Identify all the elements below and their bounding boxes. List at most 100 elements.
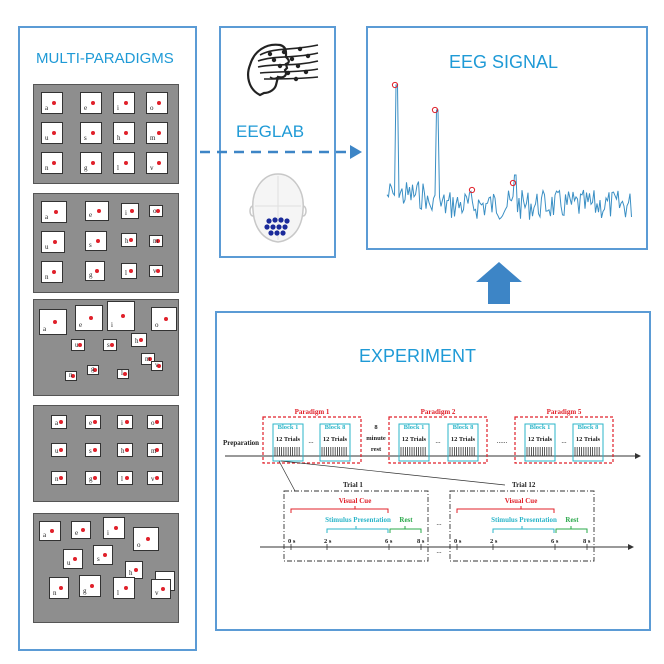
letter-label: i [117, 104, 119, 112]
target-dot [164, 317, 168, 321]
letter-label: a [55, 419, 59, 427]
letter-card: v [151, 361, 163, 371]
letter-label: s [107, 341, 110, 349]
paradigm-1-group: Paradigm 1 Block 1 Block 8 12 Trials 12 … [262, 408, 362, 464]
eeg-signal-title: EEG SIGNAL [449, 52, 559, 72]
target-dot [121, 314, 125, 318]
letter-card: g [85, 261, 105, 281]
letter-label: s [89, 447, 92, 455]
letter-label: g [91, 365, 95, 373]
target-dot [134, 568, 138, 572]
letter-card: g [85, 471, 101, 485]
eeglab-head-logo [247, 43, 319, 97]
letter-label: a [45, 104, 49, 112]
experiment-panel [215, 311, 651, 631]
svg-text:8: 8 [374, 424, 378, 431]
target-dot [110, 343, 114, 347]
target-dot [156, 209, 160, 213]
target-dot [103, 553, 107, 557]
target-dot [53, 320, 57, 324]
letter-label: v [150, 164, 154, 172]
letter-label: m [153, 237, 159, 245]
target-dot [50, 529, 54, 533]
svg-text:12 Trials: 12 Trials [576, 436, 601, 443]
letter-card: s [93, 545, 113, 565]
letter-label: l [121, 475, 123, 483]
svg-text:0 s: 0 s [288, 538, 296, 545]
svg-text:0 s: 0 s [454, 538, 462, 545]
rest-label: 8 minute rest [366, 424, 386, 453]
target-dot [155, 448, 159, 452]
target-dot [78, 343, 82, 347]
target-dot [124, 101, 128, 105]
letter-label: v [155, 589, 159, 597]
letter-label: h [125, 237, 129, 245]
letter-card: v [147, 471, 163, 485]
svg-text:Stimulus Presentation: Stimulus Presentation [491, 516, 557, 524]
letter-card: s [85, 231, 107, 251]
letter-card: g [87, 365, 99, 375]
letter-card: o [147, 415, 163, 429]
letter-card: s [80, 122, 102, 144]
target-dot [161, 587, 165, 591]
letter-label: i [111, 321, 113, 329]
trial-ticks [274, 447, 600, 456]
letter-card: v [149, 265, 163, 277]
target-dot [81, 528, 85, 532]
target-dot [124, 131, 128, 135]
target-dot [52, 101, 56, 105]
svg-text:...: ... [435, 437, 441, 445]
target-dot [125, 420, 129, 424]
svg-text:Visual Cue: Visual Cue [339, 497, 372, 505]
letter-card: a [39, 521, 61, 541]
target-dot [156, 269, 160, 273]
target-dot [155, 476, 159, 480]
letter-label: e [89, 419, 93, 427]
letter-card: e [85, 201, 109, 221]
letter-card: e [85, 415, 101, 429]
trial-1-label: Trial 1 [343, 481, 363, 489]
letter-card: u [71, 339, 85, 351]
paradigm-ellipsis: ...... [497, 437, 508, 445]
svg-text:12 Trials: 12 Trials [528, 436, 553, 443]
letter-card: l [117, 369, 129, 379]
letter-label: s [97, 555, 100, 563]
target-dot [90, 584, 94, 588]
target-dot [96, 239, 100, 243]
svg-text:Block 8: Block 8 [453, 424, 475, 431]
letter-label: i [121, 419, 123, 427]
letter-label: o [153, 207, 157, 215]
letter-label: e [79, 321, 83, 329]
letter-card: a [39, 309, 67, 335]
letter-label: o [155, 321, 159, 329]
letter-card: a [41, 201, 67, 223]
trials-label-8: 12 Trials [323, 436, 348, 443]
letter-card: l [117, 471, 133, 485]
letter-card: n [41, 261, 63, 283]
target-dot [71, 374, 75, 378]
target-dot [157, 131, 161, 135]
peak-marker [431, 106, 439, 114]
letter-card: a [41, 92, 63, 114]
target-dot [91, 131, 95, 135]
letter-label: n [45, 164, 49, 172]
experiment-title: EXPERIMENT [359, 346, 477, 366]
svg-text:6 s: 6 s [551, 538, 559, 545]
letter-card: n [65, 371, 77, 381]
target-dot [52, 131, 56, 135]
letter-card: o [149, 205, 163, 217]
letter-label: a [43, 531, 47, 539]
target-dot [148, 357, 152, 361]
block-8-label: Block 8 [325, 424, 347, 431]
svg-text:...: ... [436, 519, 442, 527]
letter-card: m [149, 235, 163, 247]
target-dot [125, 448, 129, 452]
electrode-head-icon [249, 173, 307, 243]
target-dot [124, 586, 128, 590]
target-dot [73, 557, 77, 561]
svg-text:2 s: 2 s [324, 538, 332, 545]
target-dot [91, 101, 95, 105]
target-dot [124, 161, 128, 165]
svg-text:Block 1: Block 1 [530, 424, 551, 431]
letter-label: u [55, 447, 59, 455]
